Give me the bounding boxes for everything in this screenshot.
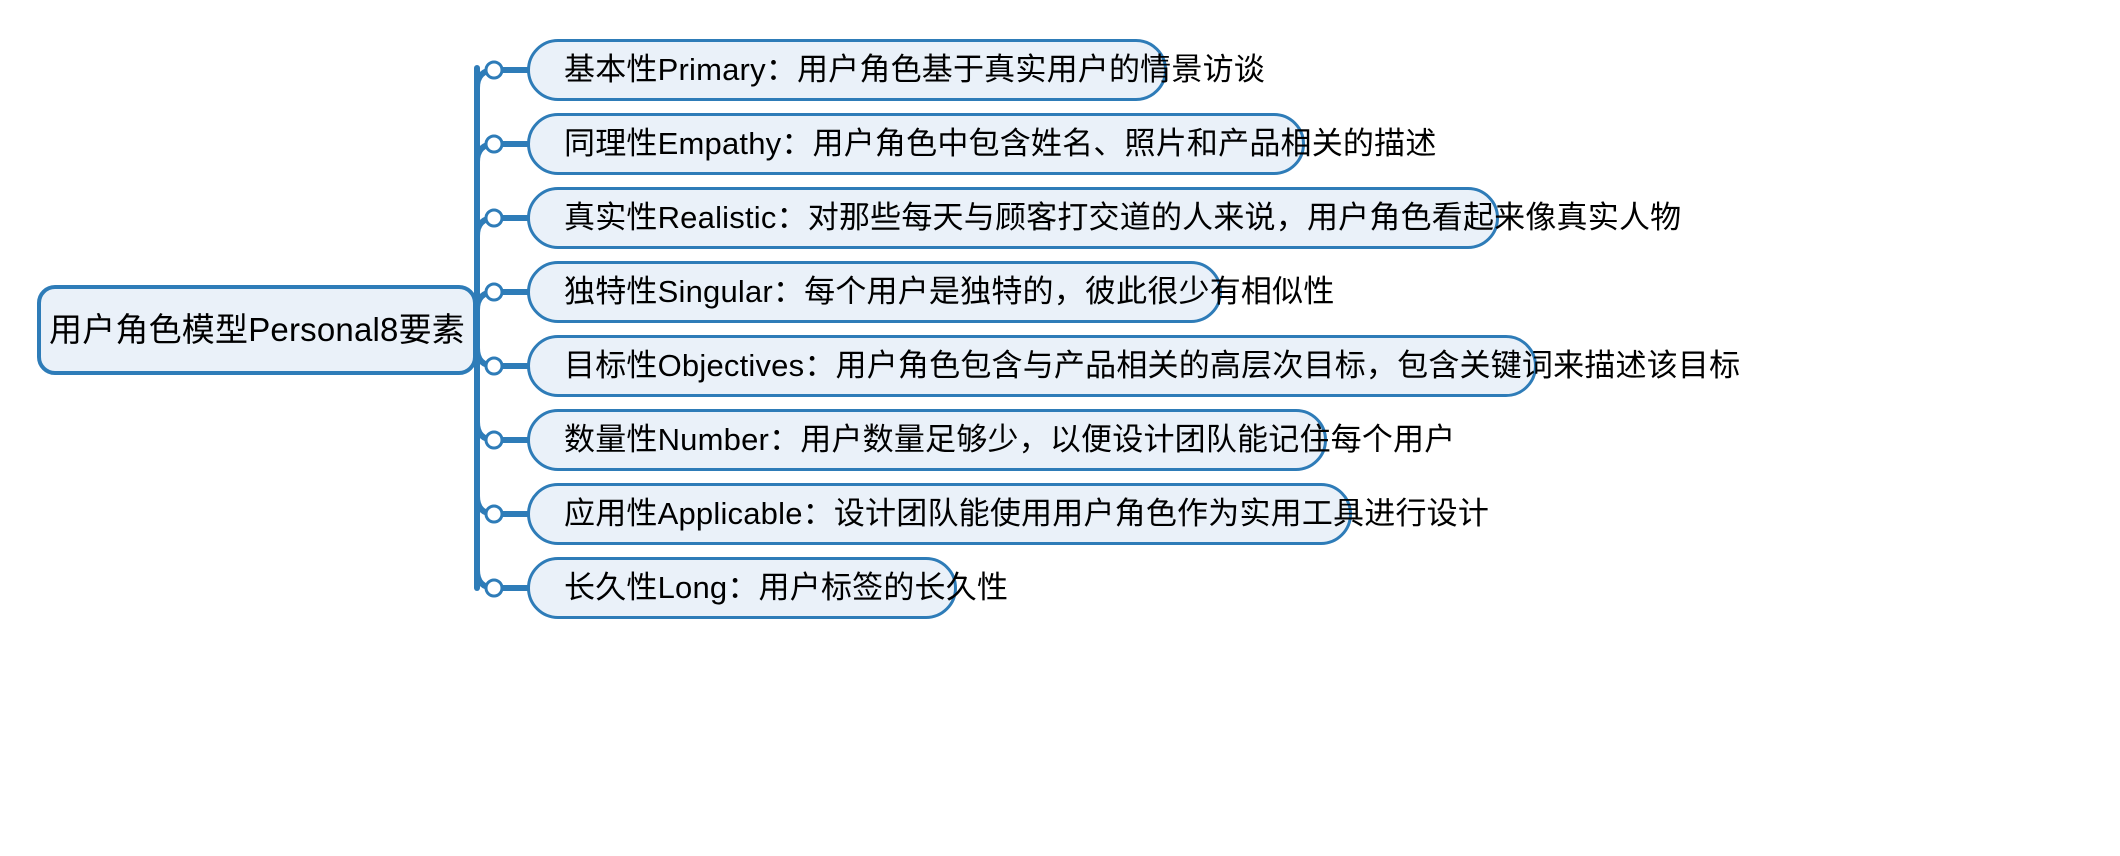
child-node-primary[interactable]: 基本性Primary：用户角色基于真实用户的情景访谈 <box>527 39 1265 101</box>
child-node-long[interactable]: 长久性Long：用户标签的长久性 <box>527 557 1008 619</box>
child-node-realistic[interactable]: 真实性Realistic：对那些每天与顾客打交道的人来说，用户角色看起来像真实人… <box>527 187 1681 249</box>
child-node-label-number: 数量性Number：用户数量足够少，以便设计团队能记住每个用户 <box>564 421 1456 457</box>
junction-dot-realistic[interactable] <box>484 208 504 228</box>
child-node-label-applicable: 应用性Applicable：设计团队能使用用户角色作为实用工具进行设计 <box>564 495 1490 531</box>
connector-branch-objectives <box>474 345 530 369</box>
child-node-number[interactable]: 数量性Number：用户数量足够少，以便设计团队能记住每个用户 <box>527 409 1455 471</box>
junction-dot-applicable[interactable] <box>484 504 504 524</box>
junction-dot-objectives[interactable] <box>484 356 504 376</box>
junction-dot-number[interactable] <box>484 430 504 450</box>
junction-dot-singular[interactable] <box>484 282 504 302</box>
connector-branch-applicable <box>474 493 530 517</box>
junction-dot-empathy[interactable] <box>484 134 504 154</box>
root-node-label: 用户角色模型Personal8要素 <box>49 310 465 348</box>
connector-branch-empathy <box>474 141 530 165</box>
child-node-label-empathy: 同理性Empathy：用户角色中包含姓名、照片和产品相关的描述 <box>564 125 1437 161</box>
child-node-empathy[interactable]: 同理性Empathy：用户角色中包含姓名、照片和产品相关的描述 <box>527 113 1436 175</box>
child-node-label-singular: 独特性Singular：每个用户是独特的，彼此很少有相似性 <box>564 273 1335 309</box>
connector-branch-singular <box>474 289 530 313</box>
child-node-label-objectives: 目标性Objectives：用户角色包含与产品相关的高层次目标，包含关键词来描述… <box>564 347 1741 383</box>
root-node[interactable]: 用户角色模型Personal8要素 <box>37 285 477 375</box>
connector-paths <box>474 65 530 591</box>
child-node-singular[interactable]: 独特性Singular：每个用户是独特的，彼此很少有相似性 <box>527 261 1334 323</box>
child-node-applicable[interactable]: 应用性Applicable：设计团队能使用用户角色作为实用工具进行设计 <box>527 483 1489 545</box>
child-node-label-primary: 基本性Primary：用户角色基于真实用户的情景访谈 <box>564 51 1265 87</box>
child-node-label-long: 长久性Long：用户标签的长久性 <box>564 569 1009 605</box>
junction-dot-primary[interactable] <box>484 60 504 80</box>
connector-branch-realistic <box>474 215 530 239</box>
connector-branch-long <box>474 567 530 591</box>
connector-branch-primary <box>474 67 530 91</box>
child-node-label-realistic: 真实性Realistic：对那些每天与顾客打交道的人来说，用户角色看起来像真实人… <box>564 199 1682 235</box>
connector-junctions <box>484 60 504 598</box>
connector-branch-number <box>474 419 530 443</box>
child-node-objectives[interactable]: 目标性Objectives：用户角色包含与产品相关的高层次目标，包含关键词来描述… <box>527 335 1740 397</box>
junction-dot-long[interactable] <box>484 578 504 598</box>
